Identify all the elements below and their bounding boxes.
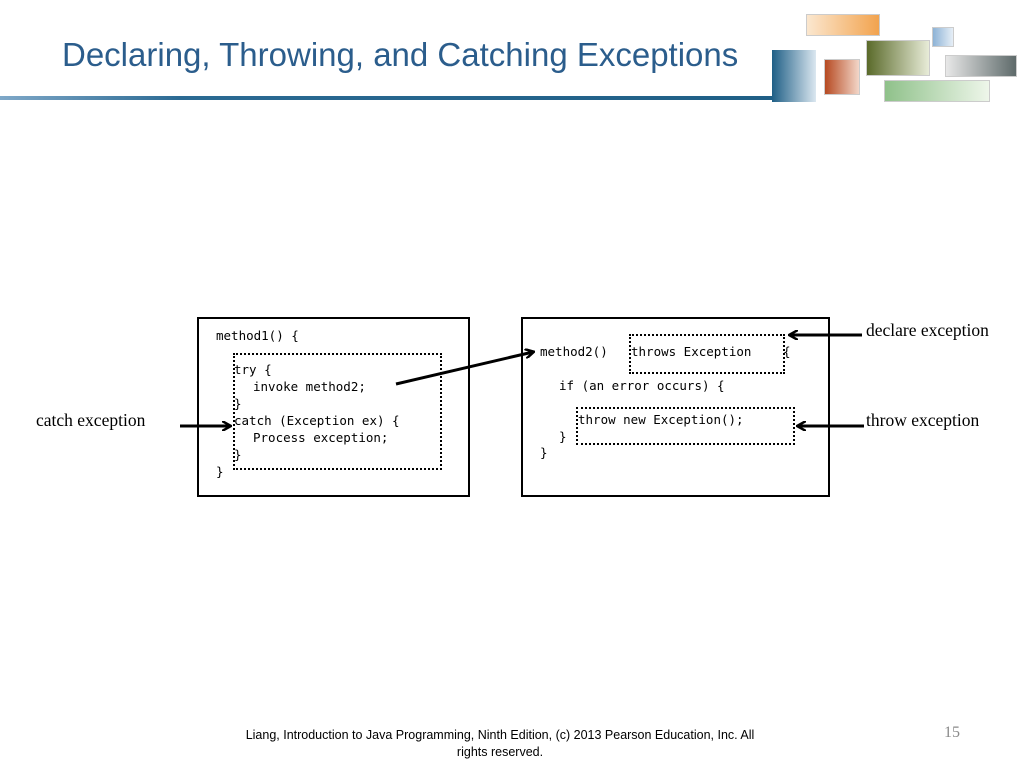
method2-close-brace: } <box>540 445 548 460</box>
try-catch-dotted-box <box>233 353 442 470</box>
page-number: 15 <box>944 724 960 741</box>
throws-clause: throws Exception <box>631 344 752 359</box>
catch-exception-label: catch exception <box>36 410 146 430</box>
deco-olive-block <box>866 40 930 76</box>
slide-title: Declaring, Throwing, and Catching Except… <box>62 36 739 73</box>
process-line: Process exception; <box>253 430 389 445</box>
footer-line-2: rights reserved. <box>456 745 544 759</box>
try-line: try { <box>234 362 272 377</box>
footer-copyright: Liang, Introduction to Java Programming,… <box>200 727 800 761</box>
if-line: if (an error occurs) { <box>559 378 725 393</box>
throw-line: throw new Exception(); <box>578 412 744 427</box>
method2-open-brace: { <box>783 344 791 359</box>
throw-statement-dotted-box <box>576 407 795 445</box>
deco-blue-bar <box>772 50 816 102</box>
method1-close-brace: } <box>216 464 224 479</box>
deco-red-block <box>824 59 860 95</box>
close-try-brace: } <box>234 396 242 411</box>
method2-signature: method2() <box>540 344 608 359</box>
deco-green-block <box>884 80 990 102</box>
footer-line-1: Liang, Introduction to Java Programming,… <box>245 728 755 742</box>
deco-gray-block <box>945 55 1017 77</box>
call-arrow <box>395 352 533 386</box>
catch-line: catch (Exception ex) { <box>234 413 400 428</box>
deco-orange-block <box>806 14 880 36</box>
declare-exception-label: declare exception <box>866 320 989 340</box>
close-catch-brace: } <box>234 447 242 462</box>
throws-clause-dotted-box <box>629 334 785 374</box>
deco-small-blue-block <box>932 27 954 47</box>
throw-exception-label: throw exception <box>866 410 980 430</box>
method1-box <box>197 317 470 497</box>
close-if-brace: } <box>559 429 567 444</box>
method1-header: method1() { <box>216 328 299 343</box>
title-underline <box>0 96 775 100</box>
invoke-line: invoke method2; <box>253 379 366 394</box>
